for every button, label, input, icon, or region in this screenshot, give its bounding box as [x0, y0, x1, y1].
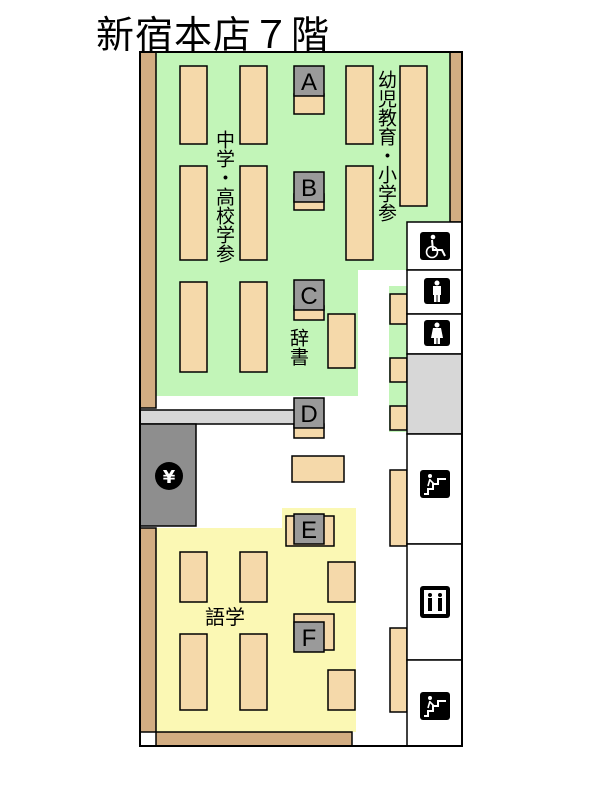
yen-symbol: ¥: [163, 467, 176, 488]
shelf: [179, 551, 208, 603]
zone-markers: [285, 65, 335, 653]
zone-c-marker: [293, 279, 325, 311]
shelf: [389, 469, 408, 547]
shelf: [239, 281, 268, 373]
stairs-icon: [420, 692, 450, 720]
shelf: [389, 627, 408, 713]
woman-icon: [424, 320, 450, 346]
zone-a-marker: [293, 65, 325, 97]
shelves-yellow: [179, 551, 356, 711]
shelf: [239, 633, 268, 711]
shelf: [389, 405, 408, 431]
zone-b-label: B: [301, 175, 317, 202]
marker-shelf: [293, 93, 325, 115]
shelf: [239, 65, 268, 145]
floor-outline: [139, 51, 463, 747]
section-dictionary-label: 辞書: [287, 328, 309, 366]
green-zone: [156, 52, 450, 396]
zone-a-label: A: [301, 69, 317, 96]
section-infant-label: 幼児教育・小学参: [375, 70, 397, 222]
zone-c-label: C: [300, 283, 317, 310]
page-title: 新宿本店７階: [96, 13, 331, 57]
wheelchair-icon: [420, 232, 450, 260]
man-icon: [424, 278, 450, 304]
stairs-icon: [420, 470, 450, 498]
shelf: [179, 165, 208, 261]
zone-d-label: D: [300, 401, 317, 428]
wall-left-lower: [139, 527, 157, 733]
shelves-green: [179, 65, 428, 373]
table: [291, 455, 345, 483]
section-language-label: 語学: [205, 605, 245, 629]
zone-d-marker: [293, 397, 325, 429]
zone-b-marker: [293, 171, 325, 203]
wall-bottom: [155, 731, 353, 747]
shelf: [239, 551, 268, 603]
shelf: [345, 165, 374, 261]
zone-e-label: E: [301, 517, 317, 544]
shelf: [327, 669, 356, 711]
shelf: [179, 65, 208, 145]
storage-room: [406, 353, 463, 435]
zone-f-label: F: [302, 625, 317, 652]
zone-e-marker: [293, 513, 325, 545]
shelf: [179, 281, 208, 373]
wall-right-upper: [449, 51, 463, 223]
shelf: [345, 65, 374, 145]
shelf: [389, 357, 408, 383]
shelf: [327, 561, 356, 603]
shelf: [327, 313, 356, 369]
zone-f-marker: [293, 621, 325, 653]
shelf: [239, 165, 268, 261]
shelf: [179, 633, 208, 711]
shelf: [399, 65, 428, 207]
elevator-icon: [420, 586, 450, 618]
shelf: [389, 293, 408, 325]
wall-left-upper: [139, 51, 157, 409]
yen-icon: [155, 462, 183, 490]
section-middle-high-label: 中学・高校学参: [213, 130, 235, 263]
partition: [139, 409, 297, 425]
